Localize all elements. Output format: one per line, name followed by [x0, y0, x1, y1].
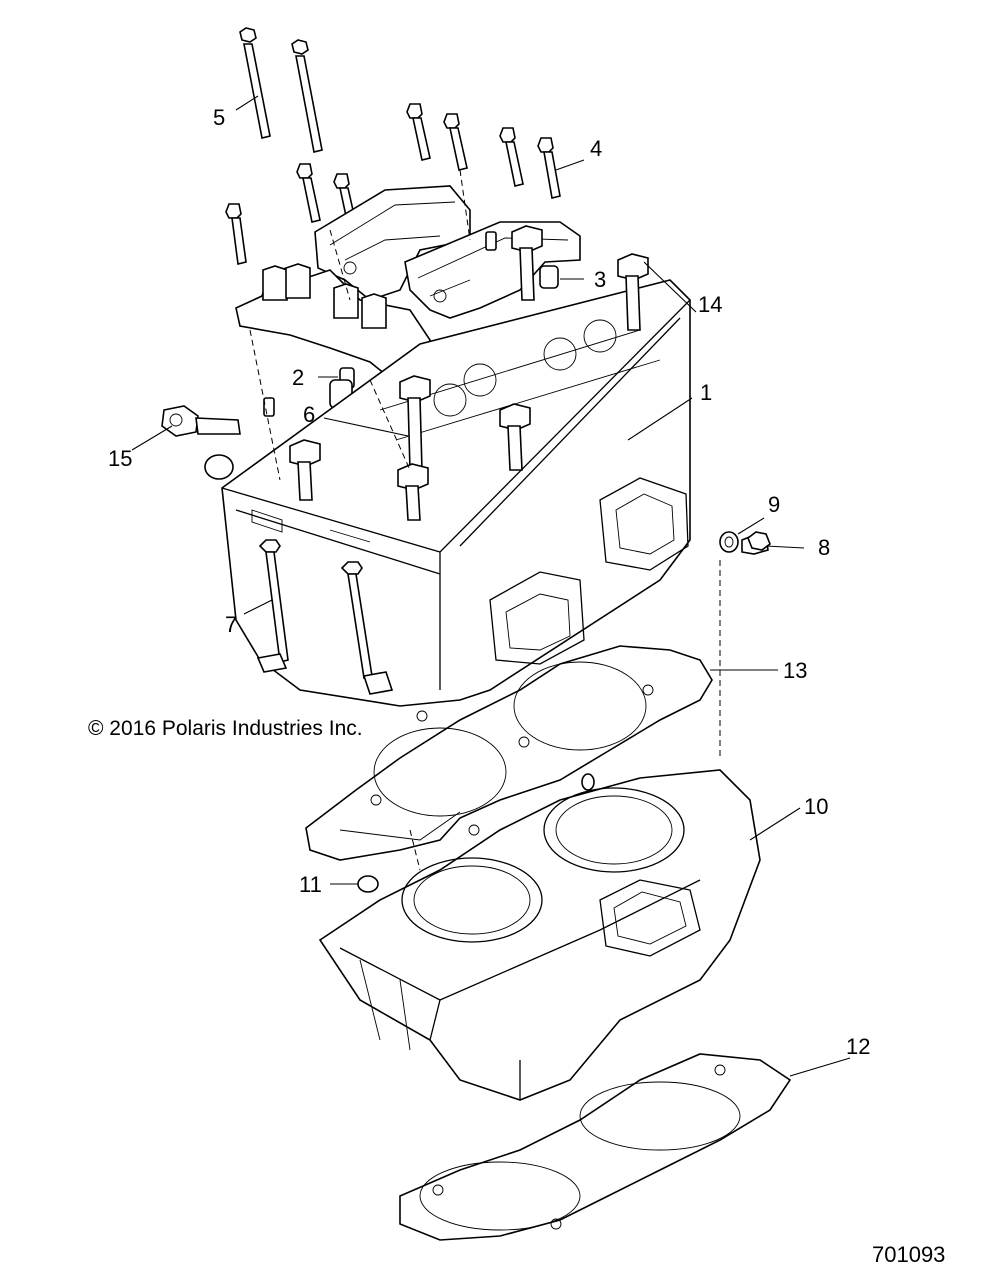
head-bolts-14 [289, 225, 649, 521]
base-gasket [399, 1053, 792, 1241]
callout-3: 3 [594, 267, 607, 292]
callout-15: 15 [108, 446, 133, 471]
callout-10: 10 [804, 794, 829, 819]
leader-lines [131, 95, 851, 1077]
dowel-ring [581, 773, 595, 791]
side-bolts-7 [256, 539, 394, 695]
drawing-number: 701093 [872, 1242, 946, 1267]
cam-cap-left [235, 263, 431, 383]
plug-cup [204, 454, 234, 480]
callout-14: 14 [698, 292, 723, 317]
callout-2: 2 [292, 365, 305, 390]
head-bolt-long-left [239, 27, 271, 139]
callout-12: 12 [846, 1034, 871, 1059]
dowel-11 [357, 875, 379, 893]
cam-cap-bolts [225, 103, 561, 265]
cylinder-head [221, 279, 691, 707]
callout-6: 6 [303, 402, 316, 427]
alignment-lines [249, 169, 721, 871]
head-bolt-long-right [291, 39, 323, 153]
copyright-notice: © 2016 Polaris Industries Inc. [88, 717, 363, 740]
callout-13: 13 [783, 658, 808, 683]
callout-4: 4 [590, 136, 603, 161]
cylinder-block [318, 769, 761, 1101]
callout-5: 5 [213, 105, 226, 130]
head-gasket [305, 645, 713, 861]
washer-and-bolt [719, 531, 771, 555]
callout-11: 11 [299, 872, 322, 897]
callout-9: 9 [768, 492, 781, 517]
callout-8: 8 [818, 535, 831, 560]
callout-7: 7 [225, 612, 238, 637]
temperature-sensor [161, 405, 241, 437]
callout-1: 1 [700, 380, 713, 405]
